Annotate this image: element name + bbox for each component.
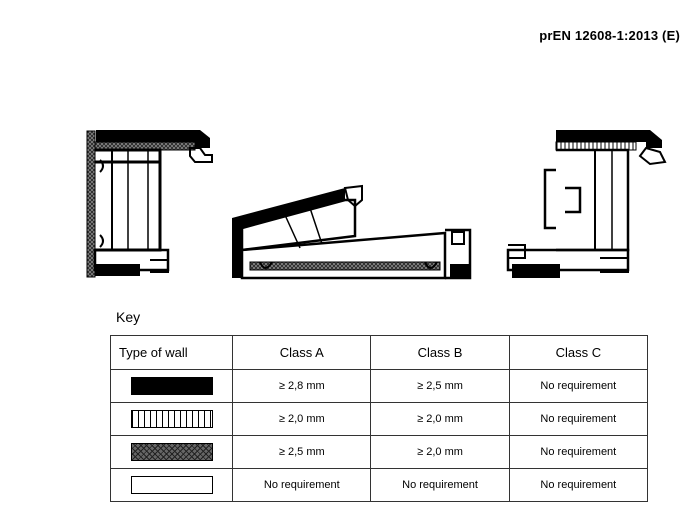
wall-swatch-cell	[109, 402, 234, 436]
header-class-c: Class C	[508, 335, 649, 370]
header-class-b: Class B	[370, 335, 510, 370]
class-c-cell: No requirement	[508, 435, 649, 469]
class-c-cell: No requirement	[508, 369, 649, 403]
wall-swatch-cell	[109, 468, 234, 502]
profile-cross-sections	[86, 130, 667, 280]
class-b-cell: No requirement	[370, 468, 510, 502]
wall-thickness-table: Type of wall Class A Class B Class C ≥ 2…	[109, 335, 649, 502]
document-reference: prEN 12608-1:2013 (E)	[539, 28, 680, 43]
class-c-cell: No requirement	[508, 402, 649, 436]
header-class-a: Class A	[232, 335, 372, 370]
class-a-cell: ≥ 2,5 mm	[232, 435, 372, 469]
class-a-cell: No requirement	[232, 468, 372, 502]
class-b-cell: ≥ 2,5 mm	[370, 369, 510, 403]
key-label: Key	[116, 309, 141, 325]
table-row: ≥ 2,0 mm ≥ 2,0 mm No requirement	[109, 402, 649, 436]
class-a-cell: ≥ 2,0 mm	[232, 402, 372, 436]
empty-wall-swatch	[130, 476, 213, 494]
profile-left	[86, 130, 213, 278]
cross-hatch-wall-swatch	[130, 443, 213, 461]
class-c-cell: No requirement	[508, 468, 649, 502]
profile-right	[506, 130, 667, 278]
profile-center	[232, 184, 472, 280]
class-a-cell: ≥ 2,8 mm	[232, 369, 372, 403]
wall-swatch-cell	[109, 369, 234, 403]
class-b-cell: ≥ 2,0 mm	[370, 435, 510, 469]
table-row: No requirement No requirement No require…	[109, 468, 649, 502]
table-row: ≥ 2,5 mm ≥ 2,0 mm No requirement	[109, 435, 649, 469]
table-row: ≥ 2,8 mm ≥ 2,5 mm No requirement	[109, 369, 649, 403]
table-header-row: Type of wall Class A Class B Class C	[109, 335, 649, 370]
solid-wall-swatch	[130, 377, 213, 395]
vertical-hatch-wall-swatch	[130, 410, 213, 428]
class-b-cell: ≥ 2,0 mm	[370, 402, 510, 436]
header-type-of-wall: Type of wall	[109, 335, 234, 370]
wall-swatch-cell	[109, 435, 234, 469]
